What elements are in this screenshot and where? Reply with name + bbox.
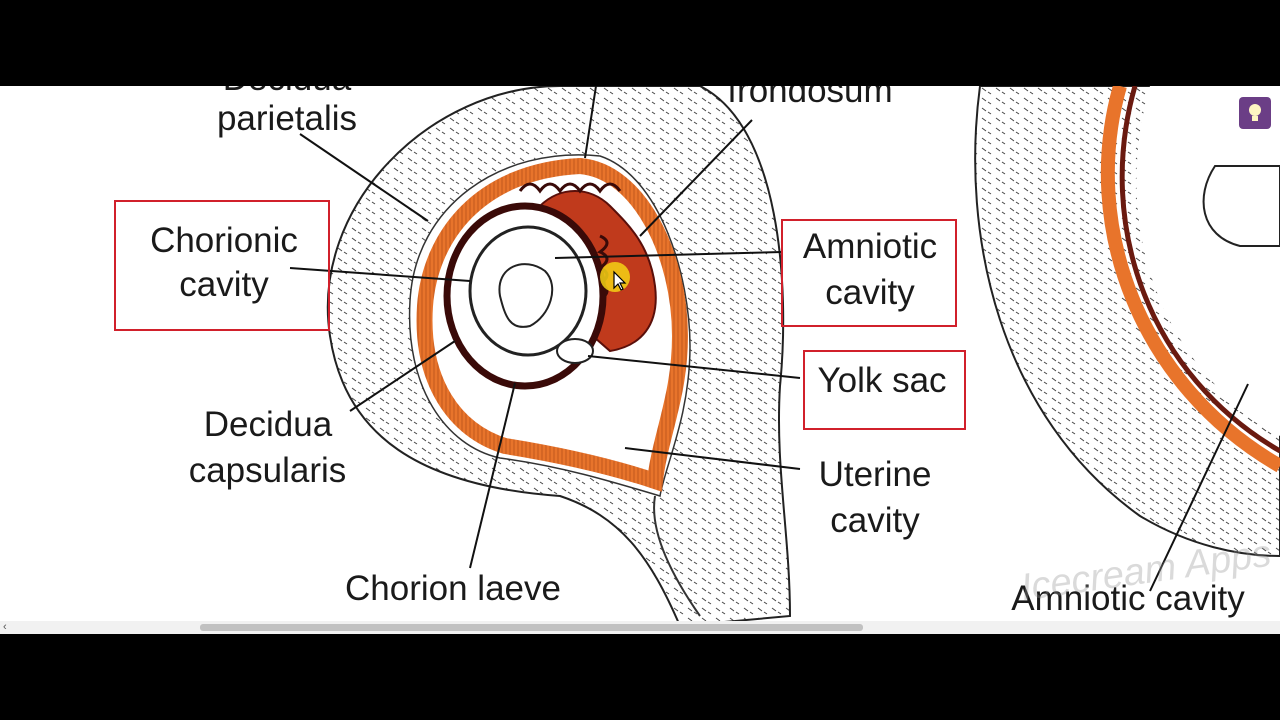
label-amniotic-cavity-right: Amniotic cavity (1011, 579, 1245, 618)
diagram-canvas: Decidua parietalis frondosum Chorionic c… (0, 86, 1280, 634)
label-chorionic-cavity-line2: cavity (179, 265, 269, 304)
letterbox-bottom (0, 634, 1280, 720)
label-frondosum: frondosum (727, 86, 893, 110)
label-uterine-cavity-line2: cavity (830, 501, 920, 540)
chorion-band (416, 157, 689, 492)
yolk-sac-shape (556, 338, 594, 364)
highlight-box-yolk-sac (803, 350, 966, 430)
horizontal-scrollbar[interactable]: ‹ (0, 621, 1280, 634)
embryo-diagram (289, 86, 1280, 628)
pointer-cursor-icon (600, 262, 630, 292)
label-decidua-parietalis-top: Decidua (212, 86, 362, 102)
scroll-left-arrow-icon[interactable]: ‹ (3, 621, 7, 633)
label-amniotic-cavity-line2: cavity (825, 273, 915, 312)
label-decidua-parietalis: parietalis (216, 99, 358, 138)
embryo (498, 263, 554, 328)
label-decidua-capsularis-line1: Decidua (203, 405, 333, 444)
label-yolk-sac: Yolk sac (817, 361, 947, 400)
scroll-thumb[interactable] (200, 624, 863, 631)
leader-lines (289, 86, 1249, 592)
label-chorionic-cavity-line1: Chorionic (150, 221, 298, 260)
label-decidua-capsularis-line2: capsularis (188, 451, 347, 490)
hint-button[interactable] (1239, 97, 1271, 129)
label-amniotic-cavity-line1: Amniotic (802, 227, 938, 266)
letterbox-top (0, 0, 1280, 86)
highlight-box-amniotic (781, 219, 957, 327)
uterine-cavity-lumen (653, 495, 701, 617)
right-diagram-embryo (1202, 165, 1280, 247)
lightbulb-icon (1249, 104, 1261, 121)
label-chorion-laeve: Chorion laeve (345, 569, 561, 608)
label-uterine-cavity-line1: Uterine (818, 455, 932, 494)
highlight-box-chorionic (114, 200, 330, 331)
